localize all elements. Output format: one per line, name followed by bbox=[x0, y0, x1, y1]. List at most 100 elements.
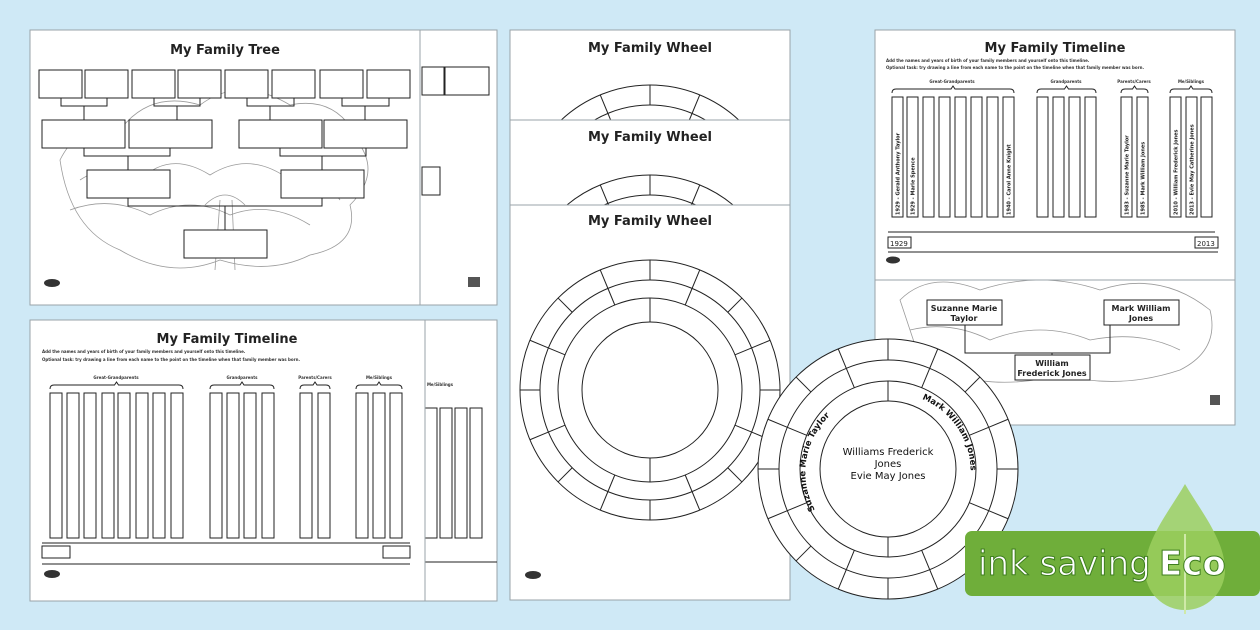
svg-text:Mark William: Mark William bbox=[1112, 304, 1171, 313]
svg-text:My Family Wheel: My Family Wheel bbox=[588, 130, 712, 145]
timeline-name-column bbox=[101, 392, 115, 539]
timeline-start-year: 1929 bbox=[890, 240, 908, 248]
tree-name-box bbox=[183, 229, 268, 259]
tree-name-box bbox=[271, 69, 316, 99]
tree-name-box bbox=[131, 69, 176, 99]
timeline-entry: 1929 - Marie Spence bbox=[911, 157, 917, 215]
svg-text:Williams Frederick: Williams Frederick bbox=[843, 447, 934, 458]
tree-name-box bbox=[366, 69, 411, 99]
tree-name-box bbox=[128, 119, 213, 149]
timeline-name-column bbox=[1002, 96, 1015, 218]
timeline-name-column bbox=[1169, 96, 1182, 218]
timeline-name-column bbox=[66, 392, 80, 539]
svg-text:Suzanne Marie: Suzanne Marie bbox=[931, 304, 998, 313]
timeline-name-column bbox=[986, 96, 999, 218]
timeline-title: My Family Timeline bbox=[157, 332, 298, 347]
footer-logo bbox=[468, 277, 480, 287]
svg-text:Jones: Jones bbox=[874, 459, 902, 470]
group-label: Great-Grandparents bbox=[929, 79, 975, 84]
timeline-entry: 1983 - Suzanne Marie Taylor bbox=[1125, 135, 1131, 215]
timeline-name-column bbox=[152, 392, 166, 539]
timeline-end-year: 2013 bbox=[1197, 240, 1215, 248]
timeline-name-column bbox=[317, 392, 331, 539]
tree-name-box bbox=[319, 69, 364, 99]
timeline-entry: 2010 - William Frederick Jones bbox=[1174, 129, 1180, 215]
svg-text:My Family Wheel: My Family Wheel bbox=[588, 214, 712, 229]
group-label: Great-Grandparents bbox=[93, 375, 139, 380]
svg-text:My Family Wheel: My Family Wheel bbox=[588, 41, 712, 56]
svg-text:Add the names and years of bir: Add the names and years of birth of your… bbox=[886, 58, 1090, 63]
timeline-name-column bbox=[170, 392, 184, 539]
tree-name-box bbox=[84, 69, 129, 99]
svg-text:Jones: Jones bbox=[1128, 314, 1154, 323]
timeline-name-column bbox=[954, 96, 967, 218]
timeline-name-column bbox=[1068, 96, 1081, 218]
tree-name-box bbox=[224, 69, 269, 99]
wheel-page-3: My Family Wheel bbox=[509, 204, 791, 601]
timeline-name-column bbox=[1136, 96, 1149, 218]
timeline-name-column bbox=[922, 96, 935, 218]
timeline-name-column bbox=[938, 96, 951, 218]
timeline-name-column bbox=[1084, 96, 1097, 218]
brand-logo bbox=[886, 256, 900, 264]
timeline-name-column bbox=[355, 392, 369, 539]
timeline-name-column bbox=[209, 392, 223, 539]
footer-logo bbox=[1210, 395, 1220, 405]
timeline-left-page: My Family Timeline Add the names and yea… bbox=[29, 319, 426, 602]
group-label: Me/Siblings bbox=[1178, 79, 1205, 84]
group-label: Grandparents bbox=[226, 375, 258, 380]
tree-boxes bbox=[38, 69, 411, 259]
svg-text:Optional task: try drawing a l: Optional task: try drawing a line from e… bbox=[42, 357, 300, 362]
group-label: Me/Siblings bbox=[366, 375, 393, 380]
timeline-name-column bbox=[49, 392, 63, 539]
svg-text:William: William bbox=[1035, 359, 1069, 368]
timeline-name-column bbox=[1120, 96, 1133, 218]
svg-text:Eco: Eco bbox=[1159, 544, 1226, 584]
svg-text:Optional task: try drawing a l: Optional task: try drawing a line from e… bbox=[886, 65, 1144, 70]
timeline-name-column bbox=[906, 96, 919, 218]
timeline-entry: 2013 - Evie May Catherine Jones bbox=[1190, 124, 1196, 215]
ink-saving-eco-badge: ink saving Eco bbox=[965, 484, 1260, 614]
svg-text:Me/Siblings: Me/Siblings bbox=[427, 382, 454, 387]
timeline-name-column bbox=[83, 392, 97, 539]
tree-name-box bbox=[86, 169, 171, 199]
timeline-entry: 1929 - Gerald Anthony Taylor bbox=[896, 132, 902, 215]
tree-name-box bbox=[280, 169, 365, 199]
group-label: Grandparents bbox=[1050, 79, 1082, 84]
svg-text:Taylor: Taylor bbox=[951, 314, 978, 323]
brand-logo bbox=[44, 279, 60, 287]
family-tree-title: My Family Tree bbox=[170, 43, 280, 58]
timeline-name-column bbox=[1200, 96, 1213, 218]
svg-text:ink saving: ink saving bbox=[978, 544, 1151, 584]
timeline-name-column bbox=[299, 392, 313, 539]
timeline-name-column bbox=[226, 392, 240, 539]
tree-name-box bbox=[323, 119, 408, 149]
timeline-name-column bbox=[891, 96, 904, 218]
brand-logo bbox=[44, 570, 60, 578]
timeline-name-column bbox=[970, 96, 983, 218]
svg-text:My Family Timeline: My Family Timeline bbox=[985, 41, 1126, 56]
svg-text:Frederick Jones: Frederick Jones bbox=[1017, 369, 1087, 378]
timeline-name-column bbox=[372, 392, 386, 539]
timeline-entry: 1940 - Carol Anne Knight bbox=[1007, 144, 1013, 215]
tree-name-box bbox=[177, 69, 222, 99]
timeline-name-column bbox=[1185, 96, 1198, 218]
tree-name-box bbox=[238, 119, 323, 149]
timeline-name-column bbox=[243, 392, 257, 539]
timeline-name-column bbox=[261, 392, 275, 539]
tree-name-box bbox=[41, 119, 126, 149]
timeline-name-column bbox=[117, 392, 131, 539]
filled-family-wheel: Suzanne Marie Taylor Mark William Jones … bbox=[757, 338, 1019, 600]
svg-text:Evie May Jones: Evie May Jones bbox=[851, 471, 926, 482]
group-label: Parents/Carers bbox=[1117, 79, 1151, 84]
timeline-name-column bbox=[389, 392, 403, 539]
tree-name-box bbox=[38, 69, 83, 99]
brand-logo bbox=[525, 571, 541, 579]
svg-text:Add the names and years of bir: Add the names and years of birth of your… bbox=[42, 349, 246, 354]
timeline-filled-page: My Family Timeline Add the names and yea… bbox=[874, 29, 1236, 281]
group-label: Parents/Carers bbox=[298, 375, 332, 380]
timeline-name-column bbox=[1052, 96, 1065, 218]
family-tree-page: My Family Tree bbox=[29, 29, 480, 306]
timeline-entry: 1985 - Mark William Jones bbox=[1141, 142, 1147, 215]
